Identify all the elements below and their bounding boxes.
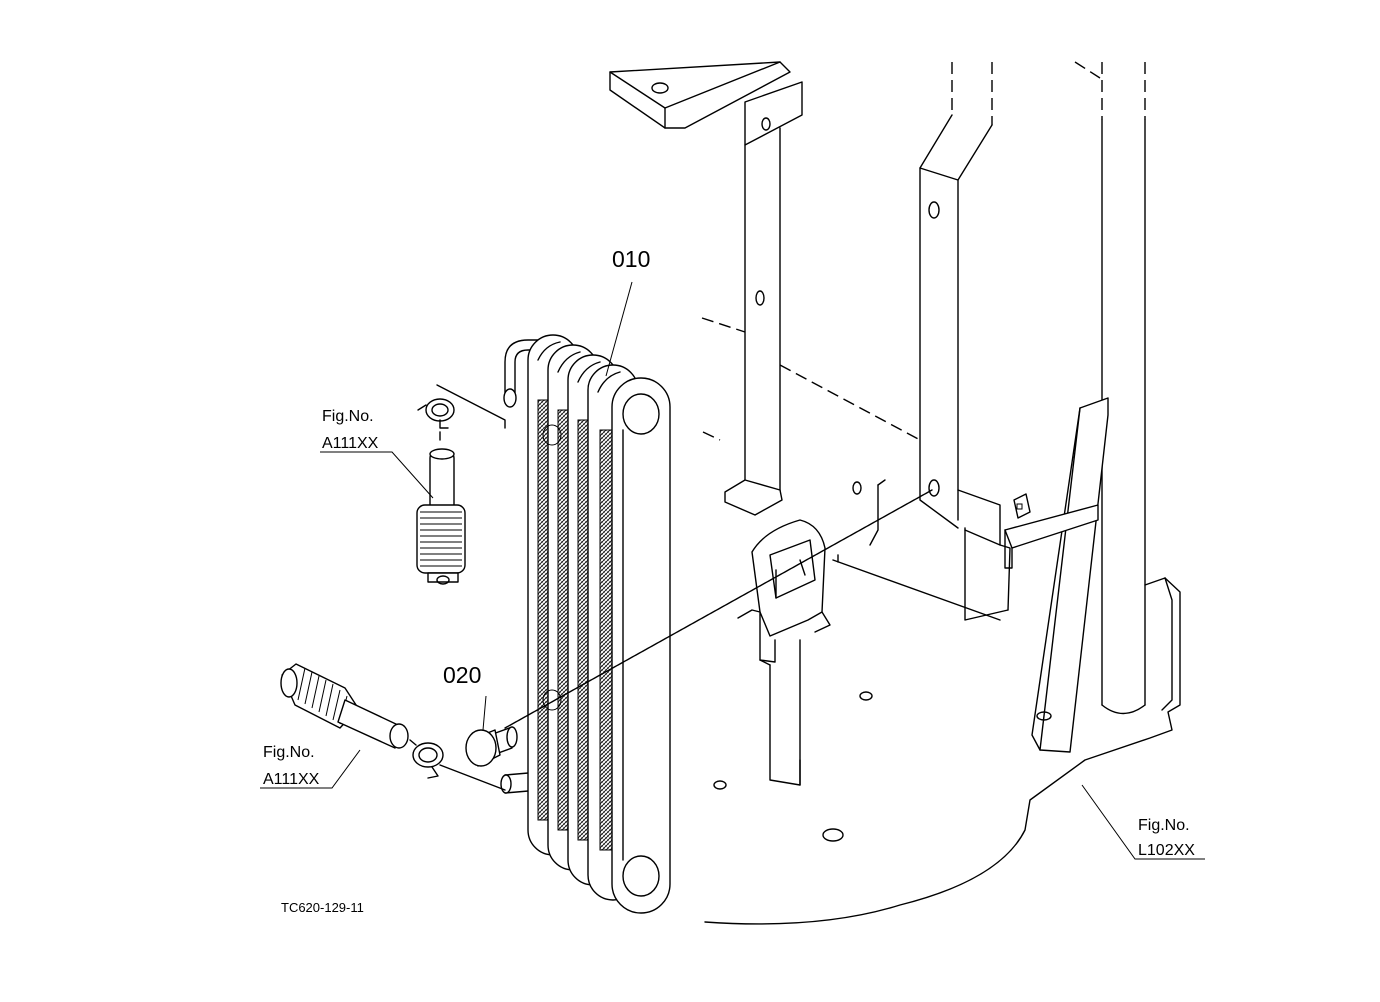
- fig-ref-hose-lower-line1: Fig.No.: [263, 744, 315, 761]
- oil-cooler-assembly: [500, 334, 671, 914]
- leader-lines: [260, 281, 1205, 860]
- fig-ref-hose-upper-line1: Fig.No.: [322, 408, 374, 425]
- fig-ref-hose-upper-line2: A111XX: [322, 435, 379, 452]
- mounting-bolt: [465, 489, 933, 767]
- drawing-code: TC620-129-11: [281, 900, 364, 915]
- upper-hose: [416, 384, 506, 585]
- callout-010: 010: [612, 246, 650, 272]
- callout-020: 020: [443, 662, 481, 688]
- fig-ref-hose-lower-line2: A111XX: [263, 771, 320, 788]
- lower-hose: [280, 663, 506, 791]
- fig-ref-frame-line1: Fig.No.: [1138, 817, 1190, 834]
- chassis-frame: [609, 61, 1181, 925]
- fig-ref-frame-line2: L102XX: [1138, 842, 1195, 859]
